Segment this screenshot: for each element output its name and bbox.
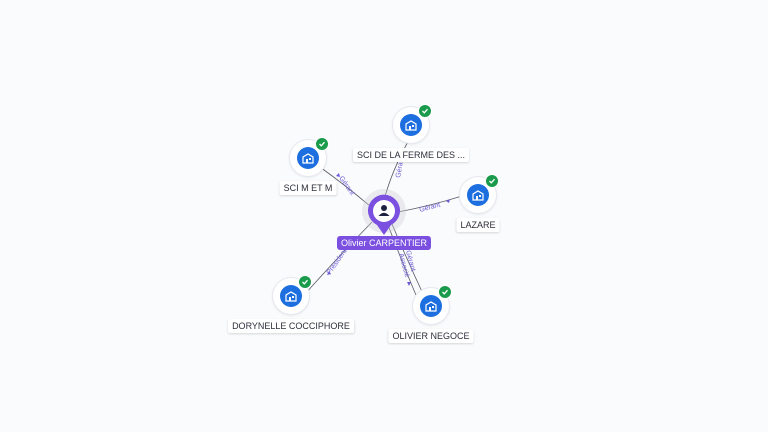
building-icon — [400, 114, 422, 136]
company-name-label: SCI DE LA FERME DES ... — [352, 148, 470, 162]
edge-olivier-negoce-2 — [387, 224, 419, 301]
person-pin-icon — [368, 194, 400, 235]
edge-label-sci-m-et-m: Gérant — [337, 175, 355, 197]
company-bubble — [393, 104, 432, 143]
building-icon — [280, 285, 302, 307]
company-name-label: LAZARE — [456, 218, 500, 232]
building-icon — [297, 147, 319, 169]
arrow-lazare — [446, 199, 450, 203]
building-icon — [467, 184, 489, 206]
edge-label-sci-ferme: Gérant — [395, 156, 406, 178]
company-bubble — [273, 275, 312, 314]
verified-check-icon — [418, 104, 432, 118]
verified-check-icon — [485, 174, 499, 188]
company-name-label: DORYNELLE COCCIPHORE — [228, 319, 354, 333]
arrow-olivier-negoce — [407, 282, 411, 286]
verified-check-icon — [298, 275, 312, 289]
edge-dorynelle — [304, 221, 373, 295]
company-name-label: SCI M ET M — [279, 181, 337, 195]
arrow-sci-m-et-m — [336, 173, 340, 177]
company-bubble — [413, 285, 452, 324]
company-bubble — [290, 137, 329, 176]
edge-sci-ferme — [383, 137, 411, 201]
edge-sci-m-et-m — [319, 166, 371, 207]
building-icon — [420, 295, 442, 317]
edge-label-lazare: Gérant — [419, 202, 442, 214]
verified-check-icon — [438, 285, 452, 299]
company-bubble — [460, 174, 499, 213]
person-name-label: Olivier CARPENTIER — [336, 236, 432, 250]
arrow-dorynelle — [327, 271, 331, 275]
edge-lazare — [397, 195, 463, 213]
verified-check-icon — [315, 137, 329, 151]
company-name-label: OLIVIER NEGOCE — [388, 329, 474, 343]
